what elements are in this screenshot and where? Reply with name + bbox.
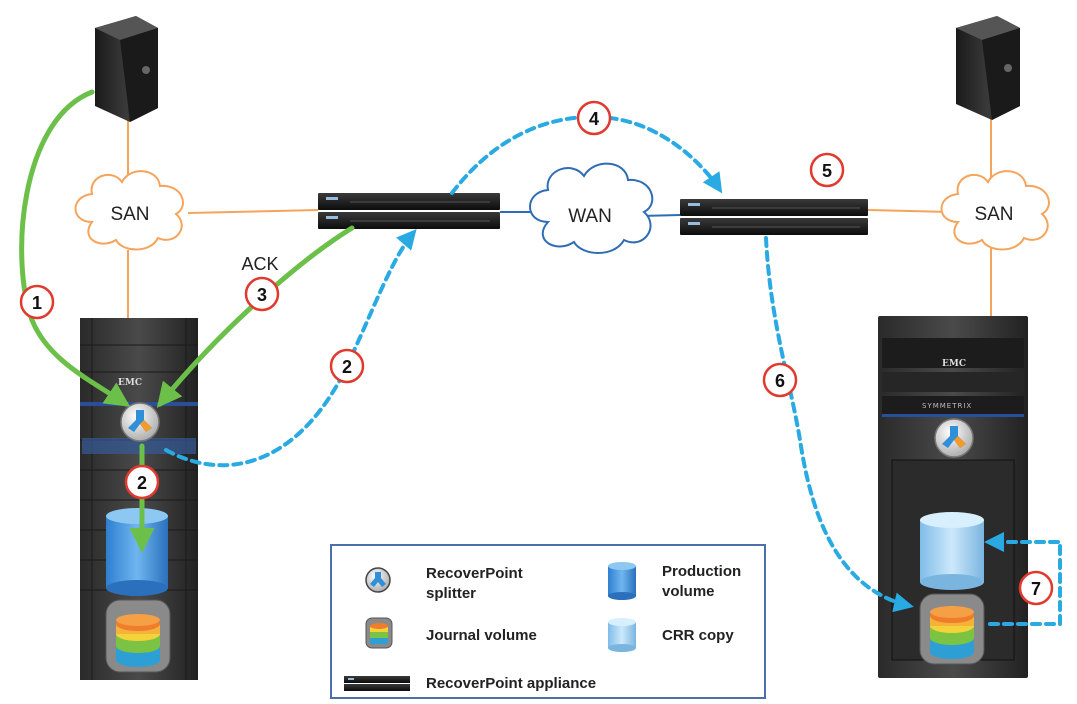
appliance-right (680, 199, 868, 235)
legend-production-label-1: Production (662, 563, 741, 580)
san-cloud-right: SAN (940, 170, 1050, 251)
svg-text:5: 5 (822, 161, 832, 181)
ack-label: ACK (241, 254, 278, 274)
journal-volume-right (919, 593, 985, 665)
legend-production-label-2: volume (662, 583, 715, 600)
legend-splitter-icon (365, 567, 391, 593)
san-left-label: SAN (110, 204, 149, 225)
svg-text:1: 1 (32, 293, 42, 313)
step-marker-3: 3 (244, 276, 280, 312)
legend-journal-icon (365, 617, 393, 649)
storage-array-right: EMC SYMMETRIX (878, 316, 1028, 678)
journal-volume-left (105, 599, 171, 673)
step-marker-2-local: 2 (124, 464, 160, 500)
step-marker-2-replication: 2 (329, 348, 365, 384)
svg-text:3: 3 (257, 285, 267, 305)
svg-text:6: 6 (775, 371, 785, 391)
step-marker-4: 4 (576, 100, 612, 136)
svg-text:2: 2 (342, 357, 352, 377)
splitter-icon-left (120, 402, 160, 442)
splitter-icon-right (934, 418, 974, 458)
wan-label: WAN (568, 206, 612, 227)
step-marker-6: 6 (762, 362, 798, 398)
legend-splitter-label-1: RecoverPoint (426, 565, 523, 582)
wan-cloud: WAN (529, 162, 654, 254)
legend-crr-icon (608, 618, 636, 652)
legend-journal-label: Journal volume (426, 627, 537, 644)
legend-splitter-label-2: splitter (426, 585, 476, 602)
left-array-brand: EMC (118, 378, 142, 388)
legend-box: RecoverPoint splitter Production volume … (330, 544, 766, 699)
step-marker-7: 7 (1018, 570, 1054, 606)
right-array-brand: EMC (942, 359, 966, 369)
host-server-left (95, 16, 158, 122)
production-volume-left (106, 508, 168, 596)
legend-appliance-label: RecoverPoint appliance (426, 675, 596, 692)
svg-text:4: 4 (589, 109, 599, 129)
step-marker-1: 1 (19, 284, 55, 320)
legend-appliance-icon (344, 676, 410, 691)
legend-crr-label: CRR copy (662, 627, 734, 644)
host-server-right (956, 16, 1020, 120)
san-right-label: SAN (974, 204, 1013, 225)
san-cloud-left: SAN (74, 170, 184, 251)
appliance-left (318, 193, 500, 229)
step-marker-5: 5 (809, 152, 845, 188)
svg-text:7: 7 (1031, 579, 1041, 599)
legend-production-icon (608, 562, 636, 600)
san-links (127, 118, 992, 318)
svg-text:2: 2 (137, 473, 147, 493)
crr-copy-volume (920, 512, 984, 590)
right-array-model: SYMMETRIX (922, 402, 972, 410)
